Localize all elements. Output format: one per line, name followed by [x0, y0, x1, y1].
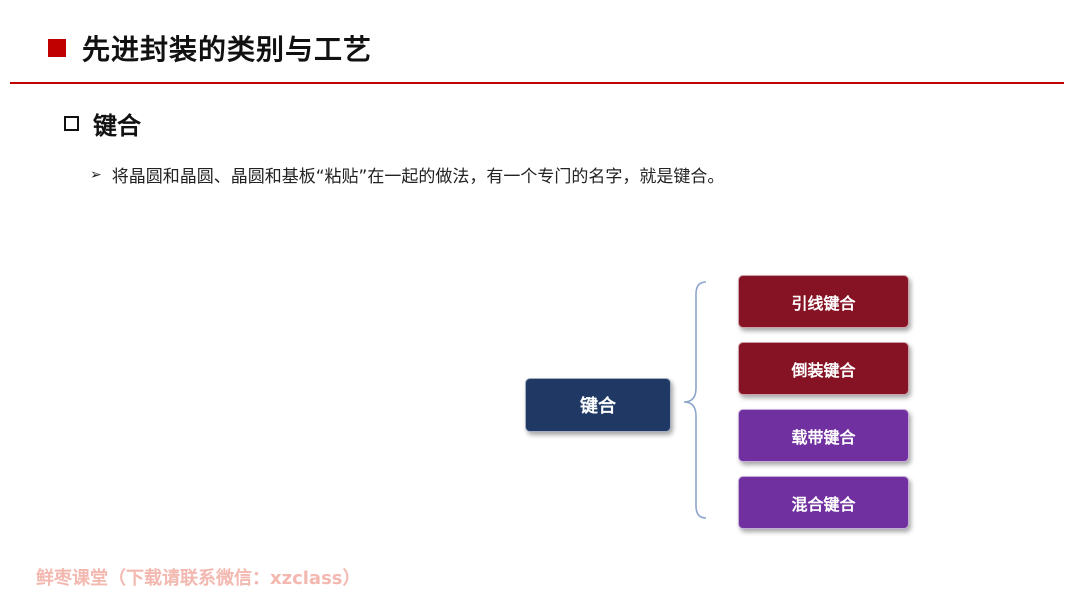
diagram-child-node: 引线键合 [738, 275, 909, 328]
bullet-text: 将晶圆和晶圆、晶圆和基板“粘贴”在一起的做法，有一个专门的名字，就是键合。 [111, 167, 725, 187]
page-title: 先进封装的类别与工艺 [82, 33, 373, 66]
diagram-child-node: 倒装键合 [738, 342, 909, 395]
bullet-item: ➢ 将晶圆和晶圆、晶圆和基板“粘贴”在一起的做法，有一个专门的名字，就是键合。 [90, 162, 725, 188]
diagram-child-node: 载带键合 [738, 409, 909, 462]
brace-path [683, 281, 707, 519]
title-square-icon [48, 39, 66, 57]
diagram-root-node: 键合 [525, 378, 671, 432]
diagram-child-node: 混合键合 [738, 476, 909, 529]
arrow-bullet-icon: ➢ [90, 166, 102, 183]
curly-brace [683, 281, 707, 519]
section-title: 键合 [93, 112, 141, 140]
slide-header: 先进封装的类别与工艺 [48, 28, 372, 68]
section-heading: 键合 [64, 106, 141, 141]
watermark-text: 鲜枣课堂（下载请联系微信：xzclass） [36, 568, 361, 589]
hollow-square-bullet-icon [64, 116, 79, 131]
title-divider [10, 82, 1064, 84]
